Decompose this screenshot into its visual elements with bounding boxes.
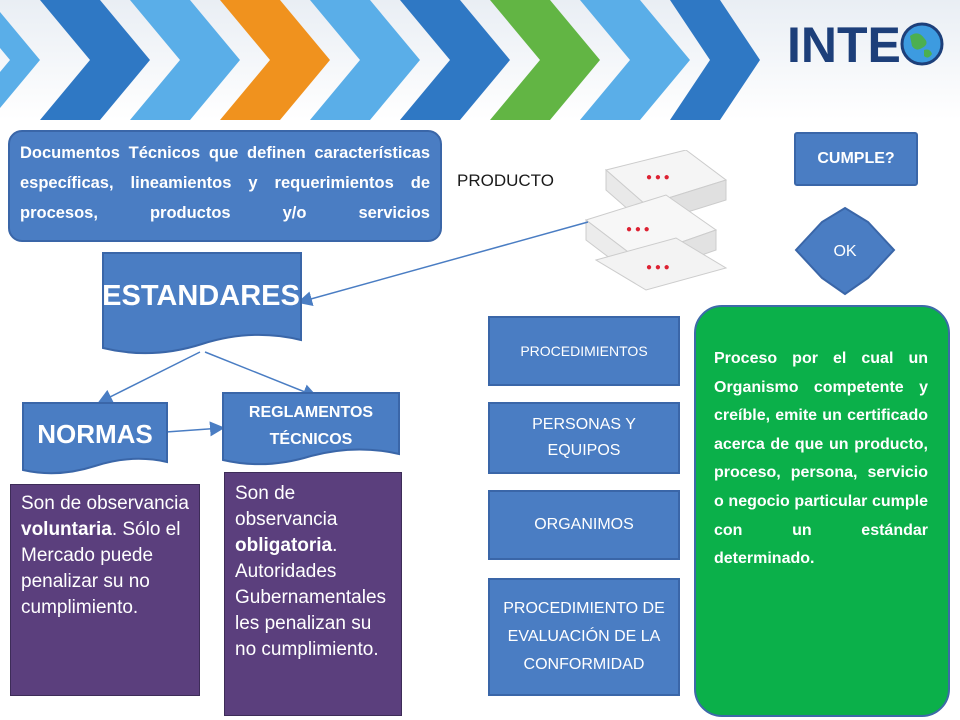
cumple-label: CUMPLE? [817, 150, 895, 167]
svg-text:● ● ●: ● ● ● [626, 224, 650, 235]
personas-box: PERSONAS Y EQUIPOS [488, 402, 680, 474]
certification-last-line: determinado. [714, 550, 815, 568]
product-label: PRODUCTO [457, 171, 554, 190]
certification-text: Proceso por el cual un Organismo compete… [714, 350, 928, 539]
definition-box: Documentos Técnicos que definen caracter… [8, 130, 442, 242]
chevron-8 [580, 0, 690, 120]
reglamentos-box: REGLAMENTOS TÉCNICOS [222, 392, 400, 466]
chevron-banner: INTEC [0, 0, 960, 120]
reglamentos-line2: TÉCNICOS [270, 429, 353, 448]
cumple-box: CUMPLE? [794, 132, 918, 186]
arrow-normas-to-reglamentos [165, 421, 225, 437]
chevron-3 [130, 0, 240, 120]
svg-text:● ● ●: ● ● ● [646, 172, 670, 183]
product-image: ● ● ● ● ● ● ● ● ● [576, 150, 736, 300]
arrow-estandares-to-normas [97, 351, 201, 404]
voluntaria-emphasis: voluntaria [21, 519, 112, 540]
ok-badge: OK [794, 206, 896, 296]
normas-box: NORMAS [22, 402, 168, 475]
paper-ream-3: ● ● ● [594, 237, 728, 291]
personas-label: PERSONAS Y EQUIPOS [532, 416, 636, 459]
normas-description: Son de observancia voluntaria. Sólo el M… [10, 484, 200, 696]
normas-label: NORMAS [37, 419, 153, 449]
chevron-2 [40, 0, 150, 120]
arrow-product-to-estandares [297, 221, 589, 307]
chevrons [0, 0, 760, 120]
procedimientos-box: PROCEDIMIENTOS [488, 316, 680, 386]
obligatoria-emphasis: obligatoria [235, 535, 333, 556]
inteco-logo: INTEC [787, 17, 944, 73]
arrow-estandares-to-reglamentos [204, 351, 318, 399]
reglamentos-description: Son de observancia obligatoria. Autorida… [224, 472, 402, 716]
chevron-6 [400, 0, 510, 120]
certification-box: Proceso por el cual un Organismo compete… [694, 305, 950, 717]
estandares-label: ESTANDARES [102, 280, 300, 312]
organismos-box: ORGANIMOS [488, 490, 680, 560]
chevron-1 [0, 12, 40, 108]
chevron-4 [220, 0, 330, 120]
reglamentos-line1: REGLAMENTOS [249, 404, 373, 421]
chevron-7 [490, 0, 600, 120]
chevron-9 [670, 0, 760, 120]
paper-ream-1: ● ● ● [604, 150, 728, 227]
evaluacion-label: PROCEDIMIENTO DE EVALUACIÓN DE LA CONFOR… [503, 600, 665, 673]
estandares-box: ESTANDARES [102, 252, 302, 355]
organismos-label: ORGANIMOS [534, 516, 634, 533]
evaluacion-box: PROCEDIMIENTO DE EVALUACIÓN DE LA CONFOR… [488, 578, 680, 696]
svg-text:● ● ●: ● ● ● [646, 262, 670, 273]
ok-label: OK [833, 243, 856, 260]
procedimientos-label: PROCEDIMIENTOS [520, 343, 648, 359]
chevron-5 [310, 0, 420, 120]
definition-text: Documentos Técnicos que definen caracter… [20, 144, 430, 222]
